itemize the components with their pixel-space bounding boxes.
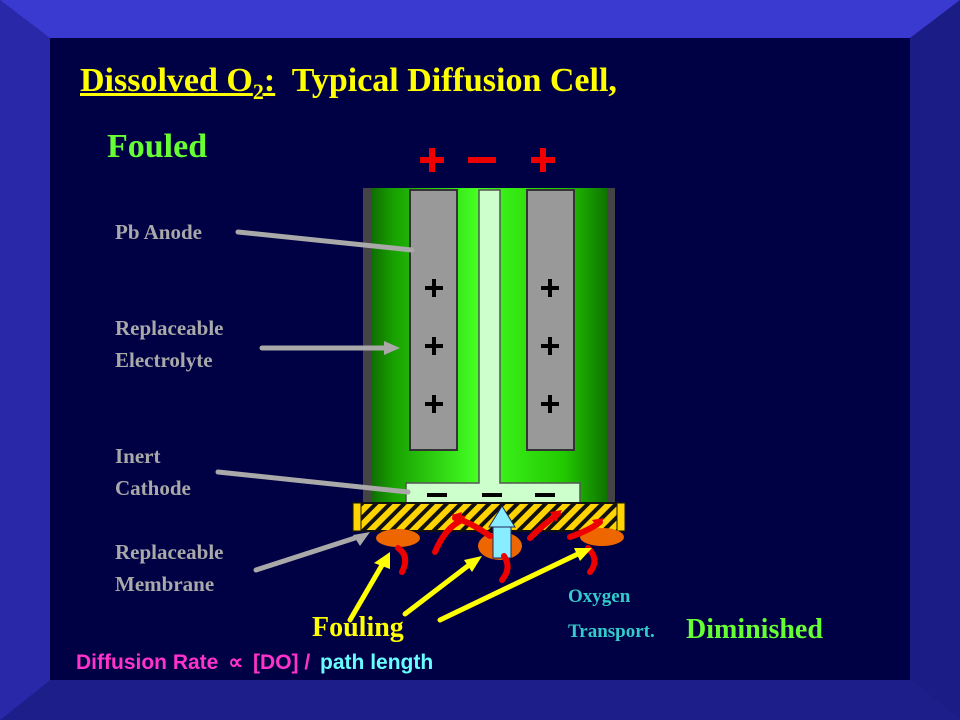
title-prefix: Dissolved O: [80, 62, 253, 99]
label-cathode-line1: Inert: [115, 444, 161, 468]
fouling-label: Fouling: [312, 612, 404, 643]
oxygen-label-line1: Oxygen: [568, 586, 631, 607]
title-colon: :: [263, 62, 276, 99]
oxygen-pore: [492, 524, 512, 559]
formula-right: path length: [320, 651, 434, 674]
title-rest: Typical Diffusion Cell,: [291, 62, 617, 99]
label-membrane-line2: Membrane: [115, 572, 215, 596]
label-electrolyte-line1: Replaceable: [115, 316, 224, 340]
fouling-arrow-3: [437, 549, 585, 623]
slide-title: Dissolved O2: Typical Diffusion Cell,: [80, 62, 617, 105]
diffusion-formula: Diffusion Rate ∝ [DO] / path length: [76, 650, 433, 675]
slide-subtitle: Fouled: [107, 128, 208, 165]
formula-mid: [DO] /: [253, 651, 311, 674]
pb-anode-right: [526, 189, 575, 451]
label-electrolyte-line2: Electrolyte: [115, 348, 213, 372]
cathode-minus-signs: [427, 493, 555, 497]
label-inert-cathode: Inert Cathode: [115, 440, 191, 504]
top-charge-symbols: [420, 148, 555, 172]
oxygen-label-line2: Transport.: [568, 621, 655, 642]
diminished-label: Diminished: [686, 614, 823, 645]
label-cathode-line2: Cathode: [115, 476, 191, 500]
pointer-membrane: [253, 535, 358, 573]
fouling-arrow-1: [347, 557, 388, 623]
label-pb-anode: Pb Anode: [115, 216, 202, 248]
fouling-blob-right: [580, 528, 624, 546]
title-subscript: 2: [252, 78, 264, 104]
label-membrane-line1: Replaceable: [115, 540, 224, 564]
label-replaceable-membrane: Replaceable Membrane: [115, 536, 223, 600]
pointer-pb-anode: [235, 229, 415, 253]
pointer-inert-cathode: [215, 469, 411, 495]
formula-proportional-symbol: ∝: [228, 651, 244, 674]
fouling-arrow-2: [402, 559, 476, 617]
anode-plus-signs: [425, 279, 559, 413]
fouling-blob-left: [376, 529, 420, 547]
label-replaceable-electrolyte: Replaceable Electrolyte: [115, 312, 223, 376]
formula-left: Diffusion Rate: [76, 651, 219, 674]
label-pb-anode-text: Pb Anode: [115, 220, 202, 244]
